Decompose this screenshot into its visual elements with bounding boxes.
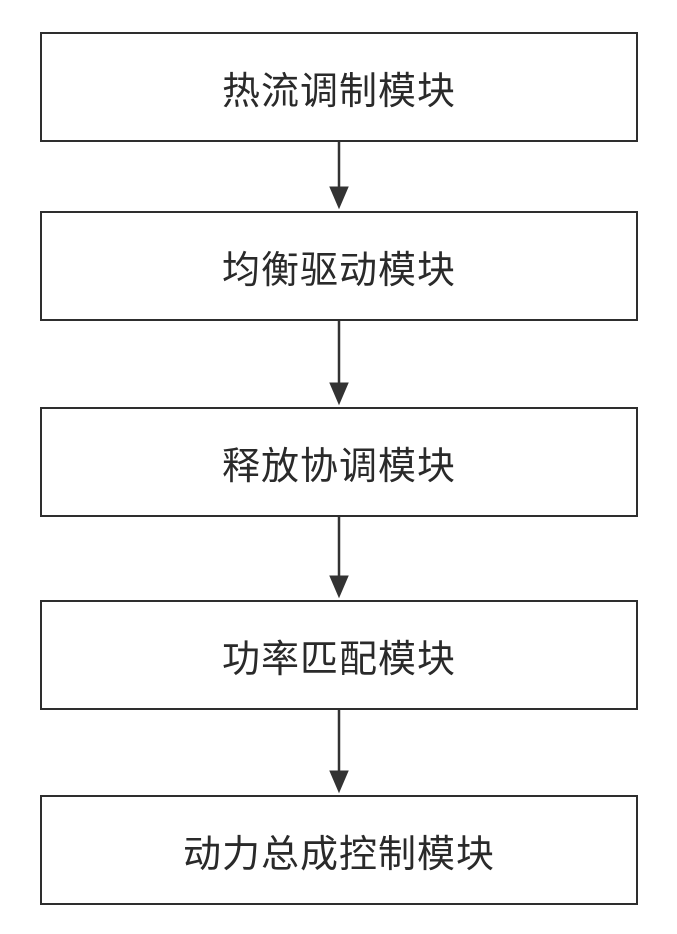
module-label: 均衡驱动模块 — [222, 239, 456, 294]
module-label: 热流调制模块 — [222, 60, 456, 115]
module-label: 释放协调模块 — [222, 435, 456, 490]
module-box-powertrain-control: 动力总成控制模块 — [40, 795, 638, 905]
arrow-down-icon — [330, 710, 348, 792]
module-label: 功率匹配模块 — [222, 628, 456, 683]
arrow-down-icon — [330, 517, 348, 597]
module-box-release-coordination: 释放协调模块 — [40, 407, 638, 517]
module-box-balance-drive: 均衡驱动模块 — [40, 211, 638, 321]
module-box-power-matching: 功率匹配模块 — [40, 600, 638, 710]
module-box-heat-flow-modulation: 热流调制模块 — [40, 32, 638, 142]
arrow-down-icon — [330, 142, 348, 208]
arrow-down-icon — [330, 321, 348, 404]
module-label: 动力总成控制模块 — [183, 823, 495, 878]
